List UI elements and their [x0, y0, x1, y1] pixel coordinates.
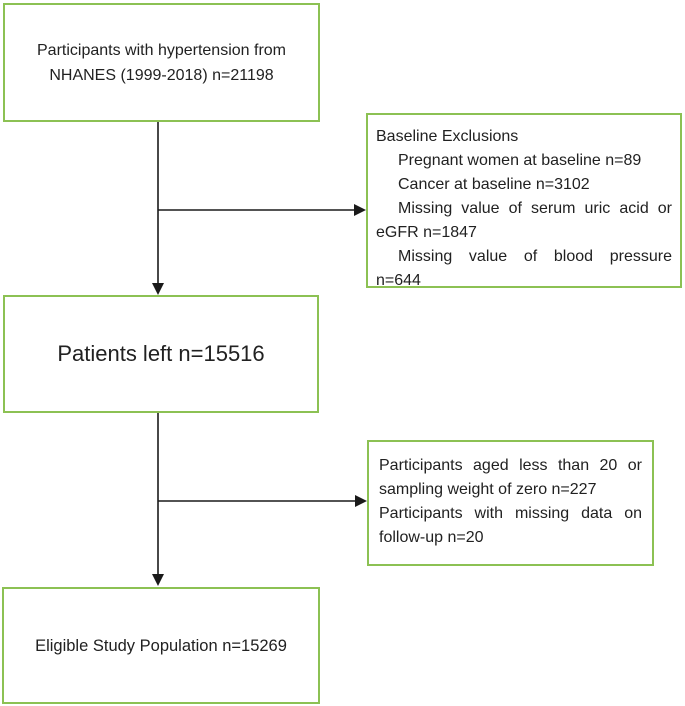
patients-left-label: Patients left n=15516: [57, 341, 265, 366]
baseline-exclusion-item: Pregnant women at baseline n=89: [398, 152, 642, 169]
box-patients-left: Patients left n=15516: [3, 295, 319, 413]
eligible-population-label: Eligible Study Population n=15269: [35, 636, 287, 655]
box-eligible-population: Eligible Study Population n=15269: [2, 587, 320, 704]
arrow-right-icon: [355, 495, 367, 507]
box-second-exclusions: Participants aged less than 20 or sampli…: [367, 440, 654, 566]
participants-line-1: Participants with hypertension from: [37, 41, 286, 59]
participants-line-2: NHANES (1999-2018) n=21198: [49, 66, 274, 84]
arrow-down-icon: [152, 283, 164, 295]
second-exclusion-item: Participants aged less than 20 or sampli…: [379, 457, 642, 498]
second-exclusion-item: Participants with missing data on follow…: [379, 505, 642, 546]
arrow-right-icon: [354, 204, 366, 216]
baseline-exclusions-title: Baseline Exclusions: [376, 128, 519, 145]
arrow-down-icon: [152, 574, 164, 586]
box-baseline-exclusions: Baseline Exclusions Pregnant women at ba…: [366, 113, 682, 289]
box-participants-hypertension: Participants with hypertension from NHAN…: [3, 3, 320, 122]
baseline-exclusion-item: Missing value of blood pressure n=644: [376, 248, 672, 289]
baseline-exclusion-item: Missing value of serum uric acid or eGFR…: [376, 200, 672, 241]
baseline-exclusion-item: Cancer at baseline n=3102: [398, 176, 590, 193]
